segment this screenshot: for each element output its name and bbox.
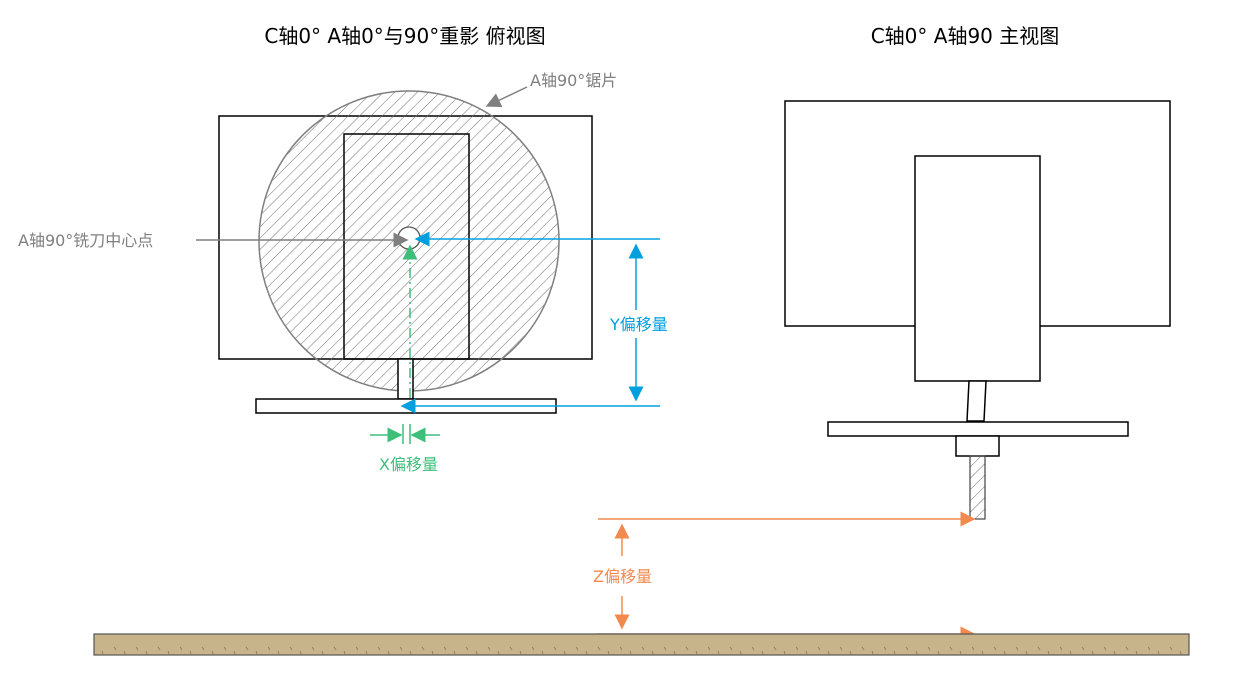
milling-cutter (969, 455, 986, 520)
y-offset-dimension: Y偏移量 (400, 231, 668, 414)
z-offset-label: Z偏移量 (593, 567, 652, 586)
y-offset-label: Y偏移量 (609, 315, 668, 334)
saw-blade-arrow (485, 86, 528, 107)
workpiece-surface (93, 633, 1190, 656)
title-front-view: C轴0° A轴90 主视图 (871, 24, 1060, 48)
front-view (784, 100, 1171, 520)
tool-holder (955, 435, 1000, 457)
x-offset-label: X偏移量 (379, 455, 438, 474)
cutter-center-label: A轴90°铣刀中心点 (18, 231, 153, 250)
title-top-view: C轴0° A轴0°与90°重影 俯视图 (264, 24, 545, 48)
front-view-plate (827, 421, 1129, 437)
top-view (218, 90, 593, 414)
x-offset-dimension: X偏移量 (370, 244, 440, 474)
front-view-inner-block (914, 155, 1041, 382)
cutter-center-marker (397, 226, 421, 250)
front-view-spindle (966, 380, 987, 422)
saw-blade-label: A轴90°锯片 (530, 71, 617, 90)
z-offset-dimension: Z偏移量 (593, 511, 976, 642)
